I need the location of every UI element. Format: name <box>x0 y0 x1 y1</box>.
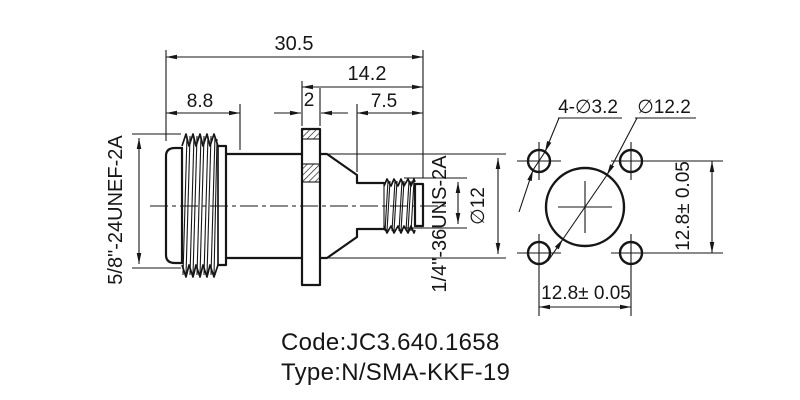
leaders <box>518 117 696 262</box>
leader-center-upper <box>606 117 638 176</box>
dim-text-n-thread: 8.8 <box>187 91 213 112</box>
dim-text-sma-section: 7.5 <box>371 91 397 112</box>
part-type: Type:N/SMA-KKF-19 <box>281 359 510 386</box>
flange-outline <box>300 127 322 287</box>
cone-bottom <box>318 227 386 260</box>
transition-cone <box>318 152 386 260</box>
part-code: Code:JC3.640.1658 <box>281 329 500 356</box>
dim-text-overall: 30.5 <box>275 33 314 55</box>
cone-top <box>318 152 386 185</box>
leader-center-mid <box>562 174 608 240</box>
side-dimensions: 30.5 14.2 8.8 2 7.5 5/8"-24UNEF-2A 1/4"-… <box>105 33 506 293</box>
flange-hatch-patch <box>301 163 321 183</box>
dim-text-hole-spacing-v: 12.8± 0.05 <box>673 161 694 251</box>
sma-thread-flanks <box>384 180 415 232</box>
title-block: Code:JC3.640.1658 Type:N/SMA-KKF-19 <box>281 329 510 386</box>
label-n-thread-spec: 5/8"-24UNEF-2A <box>105 135 127 285</box>
dim-text-right-section: 14.2 <box>348 63 387 85</box>
label-center-hole: ∅12.2 <box>637 97 691 118</box>
front-view: 4-∅3.2 ∅12.2 12.8± 0.05 12.8± 0.05 <box>517 97 723 316</box>
label-sma-thread-spec: 1/4"-36UNS-2A <box>429 155 451 293</box>
side-view: 30.5 14.2 8.8 2 7.5 5/8"-24UNEF-2A 1/4"-… <box>105 33 506 293</box>
leader-holes-lower <box>518 169 534 213</box>
n-thread-flanks <box>182 135 218 276</box>
n-body-step <box>216 144 228 267</box>
leader-center-lower <box>547 238 564 262</box>
leader-holes-upper <box>544 117 560 153</box>
extension-lines <box>132 50 506 269</box>
leader-holes-mid <box>532 151 546 171</box>
label-body-diameter: ∅12 <box>468 187 489 225</box>
center-hole <box>544 166 626 248</box>
label-mounting-holes: 4-∅3.2 <box>558 97 618 118</box>
sma-end-cap <box>413 182 425 228</box>
flange-hatch-cap <box>301 128 321 140</box>
n-body <box>216 144 304 267</box>
flange <box>300 127 322 287</box>
n-thread <box>180 133 219 278</box>
front-dimensions: 4-∅3.2 ∅12.2 12.8± 0.05 12.8± 0.05 <box>539 97 715 310</box>
dim-text-flange: 2 <box>304 90 315 111</box>
dim-text-hole-spacing-h: 12.8± 0.05 <box>541 283 631 304</box>
n-body-nose <box>164 146 184 265</box>
